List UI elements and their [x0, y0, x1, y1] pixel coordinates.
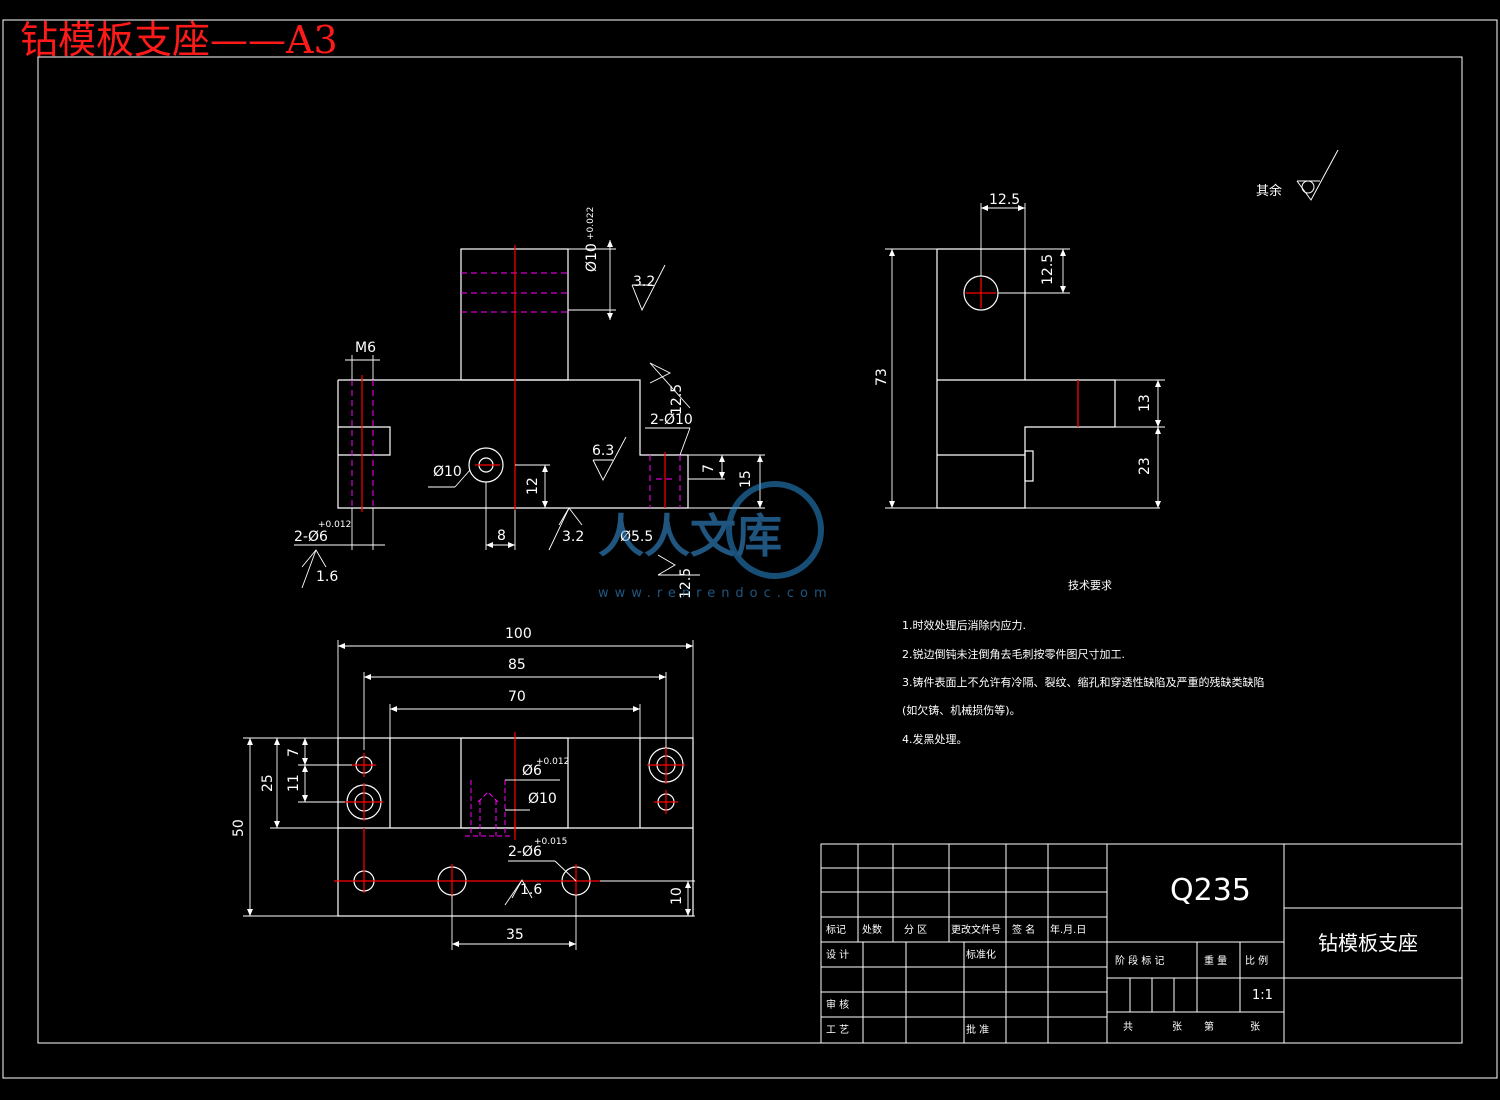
svg-text:10: 10: [669, 887, 685, 905]
drawing-frame: [2, 19, 1498, 1079]
part-name-text: 钻模板支座: [1318, 931, 1418, 955]
svg-text:15: 15: [738, 470, 754, 488]
svg-text:技术要求: 技术要求: [1068, 579, 1112, 592]
svg-text:处数: 处数: [862, 923, 882, 936]
svg-text:12.5: 12.5: [989, 192, 1020, 208]
svg-text:12: 12: [525, 477, 541, 495]
svg-text:1.6: 1.6: [316, 569, 338, 585]
svg-text:标记: 标记: [826, 924, 846, 936]
svg-text:Ø10: Ø10: [584, 243, 600, 272]
svg-text:3.2: 3.2: [633, 274, 655, 290]
svg-text:+0.015: +0.015: [534, 837, 567, 847]
svg-text:1.时效处理后消除内应力.: 1.时效处理后消除内应力.: [902, 618, 1026, 632]
svg-text:Ø5.5: Ø5.5: [620, 529, 653, 545]
title-block: 标记 处数 分 区 更改文件号 签 名 年.月.日 设 计 标准化 审 核 工 …: [820, 843, 1463, 1044]
svg-text:其余: 其余: [1256, 183, 1282, 199]
svg-text:工 艺: 工 艺: [826, 1024, 849, 1036]
material-text: Q235: [1170, 873, 1251, 908]
svg-text:分 区: 分 区: [904, 924, 927, 936]
svg-text:3.铸件表面上不允许有冷隔、裂纹、缩孔和穿透性缺陷及严重的残: 3.铸件表面上不允许有冷隔、裂纹、缩孔和穿透性缺陷及严重的残缺类缺陷: [902, 675, 1265, 689]
svg-text:张: 张: [1250, 1021, 1260, 1033]
svg-text:共: 共: [1123, 1021, 1133, 1033]
side-view: 12.5 12.5 73 13 23: [874, 192, 1165, 509]
svg-text:6.3: 6.3: [592, 443, 614, 459]
svg-text:70: 70: [508, 689, 526, 705]
svg-text:1:1: 1:1: [1252, 988, 1273, 1003]
page-title: 钻模板支座——A3: [20, 18, 338, 62]
svg-text:Ø6: Ø6: [522, 763, 542, 779]
roughness-other-symbol: 其余: [1256, 149, 1339, 201]
svg-text:第: 第: [1204, 1020, 1214, 1033]
svg-text:73: 73: [874, 368, 890, 386]
svg-text:1.6: 1.6: [520, 882, 542, 898]
svg-text:3.2: 3.2: [562, 529, 584, 545]
svg-text:审 核: 审 核: [826, 998, 849, 1011]
svg-text:M6: M6: [355, 340, 376, 356]
svg-text:比 例: 比 例: [1245, 954, 1268, 967]
front-view: Ø10 +0.022 3.2 M6 12.5 2-Ø10 6.3 Ø10 12 …: [294, 207, 765, 599]
svg-text:12.5: 12.5: [669, 384, 685, 415]
svg-text:www.renrendoc.com: www.renrendoc.com: [598, 586, 833, 601]
svg-text:11: 11: [286, 774, 302, 792]
svg-text:4.发黑处理。: 4.发黑处理。: [902, 732, 968, 746]
svg-text:2.锐边倒钝未注倒角去毛刺按零件图尺寸加工.: 2.锐边倒钝未注倒角去毛刺按零件图尺寸加工.: [902, 647, 1125, 661]
svg-text:标准化: 标准化: [966, 948, 996, 961]
svg-text:+0.022: +0.022: [586, 207, 596, 240]
svg-text:+0.012: +0.012: [536, 757, 569, 767]
svg-text:50: 50: [231, 819, 247, 837]
svg-text:85: 85: [508, 657, 526, 673]
svg-text:Ø10: Ø10: [528, 791, 557, 807]
svg-text:(如欠铸、机械损伤等)。: (如欠铸、机械损伤等)。: [902, 703, 1021, 717]
svg-text:8: 8: [497, 528, 506, 544]
svg-text:7: 7: [286, 748, 302, 757]
svg-text:+0.012: +0.012: [318, 520, 351, 530]
svg-text:12.5: 12.5: [678, 568, 694, 599]
svg-text:12.5: 12.5: [1040, 254, 1056, 285]
svg-text:13: 13: [1137, 394, 1153, 412]
svg-text:年.月.日: 年.月.日: [1050, 923, 1086, 936]
svg-text:Ø10: Ø10: [433, 464, 462, 480]
svg-text:人人文库: 人人文库: [598, 509, 782, 563]
svg-text:25: 25: [260, 774, 276, 792]
svg-text:设 计: 设 计: [826, 948, 849, 961]
svg-text:23: 23: [1137, 457, 1153, 475]
technical-requirements: 技术要求 1.时效处理后消除内应力. 2.锐边倒钝未注倒角去毛刺按零件图尺寸加工…: [902, 579, 1265, 746]
svg-text:100: 100: [505, 626, 532, 642]
svg-text:35: 35: [506, 927, 524, 943]
svg-text:张: 张: [1172, 1021, 1182, 1033]
watermark-logo: 人人文库 www.renrendoc.com: [598, 481, 833, 601]
svg-text:2-Ø6: 2-Ø6: [508, 844, 542, 860]
svg-text:2-Ø6: 2-Ø6: [294, 529, 328, 545]
svg-text:2-Ø10: 2-Ø10: [650, 412, 693, 428]
svg-text:更改文件号: 更改文件号: [951, 923, 1001, 936]
svg-text:批 准: 批 准: [966, 1023, 989, 1036]
svg-text:阶 段 标 记: 阶 段 标 记: [1115, 954, 1165, 967]
top-view: 100 85 70 50 25 7 11 Ø6 +0.012 Ø10 2-Ø6 …: [231, 626, 695, 950]
svg-text:重 量: 重 量: [1204, 954, 1227, 967]
svg-text:签 名: 签 名: [1012, 923, 1035, 936]
svg-text:7: 7: [701, 464, 717, 473]
